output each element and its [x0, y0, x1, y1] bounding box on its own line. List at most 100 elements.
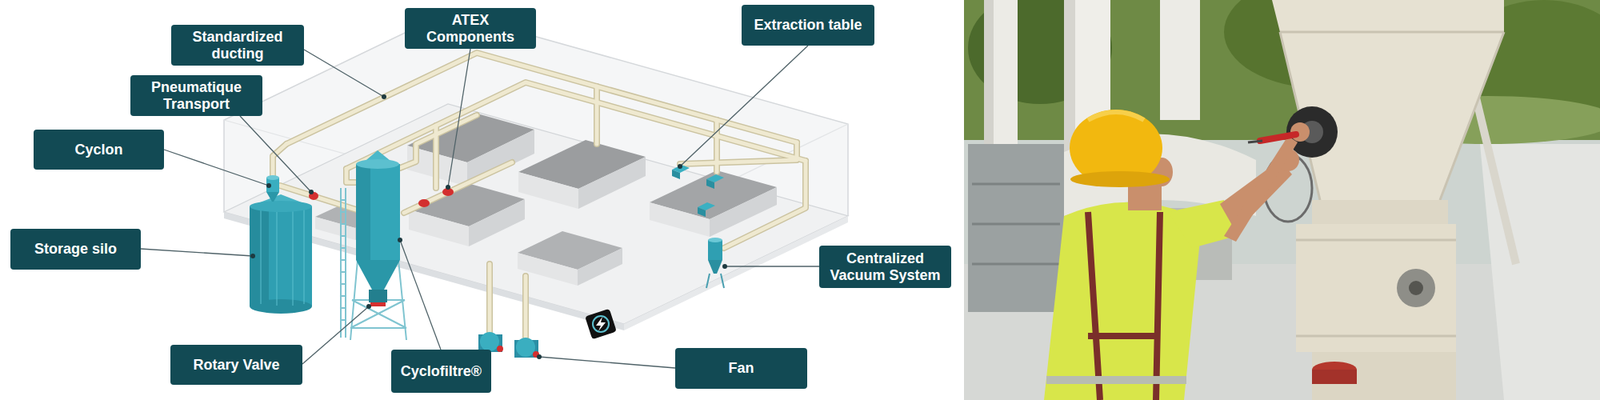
callout-box: Pneumatique Transport — [130, 75, 263, 116]
callout-text: Cyclofiltre® — [400, 363, 482, 380]
cyclofiltre — [368, 289, 388, 303]
callout-box: Rotary Valve — [170, 344, 303, 385]
machine-block — [577, 248, 623, 286]
floor-slab — [224, 104, 848, 324]
fan-unit — [480, 332, 500, 352]
leader-dot — [722, 264, 728, 269]
ducting — [272, 144, 287, 178]
extraction-table — [672, 169, 680, 180]
ducting — [286, 52, 797, 144]
cyclofiltre — [370, 302, 386, 307]
leader-dot — [250, 253, 256, 259]
storage-silo — [249, 299, 312, 314]
leader-line — [724, 265, 820, 267]
site-photo — [1280, 32, 1504, 200]
ducting — [346, 168, 356, 183]
callout-box: Extraction table — [741, 4, 875, 46]
cyclofiltre — [356, 164, 400, 260]
storage-silo — [249, 206, 312, 307]
extraction-table — [672, 164, 724, 217]
site-photo — [1408, 280, 1424, 296]
callout-text: Centralized Vacuum System — [825, 250, 945, 284]
site-photo — [1312, 200, 1448, 224]
leader-line — [680, 45, 808, 167]
site-photo — [1224, 136, 1298, 242]
ducting — [272, 52, 806, 338]
leader-dot — [366, 304, 372, 309]
site-photo — [1296, 240, 1456, 336]
leader-line — [539, 356, 676, 368]
site-photo — [1248, 140, 1263, 143]
callout-box: Storage silo — [10, 228, 141, 270]
leader-line — [400, 240, 441, 350]
ducting — [346, 82, 806, 169]
leader-dot — [266, 183, 272, 188]
atex-valve — [418, 199, 430, 208]
ducting — [436, 86, 717, 188]
site-photo — [1396, 268, 1436, 308]
cyclofiltre — [356, 164, 371, 260]
callout-text: Standardized ducting — [177, 28, 298, 62]
ducting — [400, 115, 477, 168]
ducting — [680, 142, 797, 164]
machine-block — [518, 172, 579, 209]
leader-dot — [397, 237, 403, 243]
leader-line — [302, 306, 369, 364]
ducting — [272, 52, 806, 338]
callout-box: Centralized Vacuum System — [819, 245, 952, 288]
leader-dot — [250, 94, 728, 360]
extraction-table — [706, 179, 715, 189]
vacuum-unit — [708, 240, 723, 260]
site-photo — [968, 144, 1064, 312]
ducting — [286, 52, 797, 144]
leader-line — [240, 116, 312, 192]
machine-block — [578, 156, 646, 209]
fan-unit — [496, 345, 504, 352]
power-icon — [596, 316, 606, 332]
leader-dot — [381, 94, 387, 100]
vacuum-unit — [708, 237, 723, 243]
site-photo — [964, 0, 1600, 400]
ducting — [272, 52, 806, 338]
ducting — [404, 162, 512, 213]
ducting — [404, 162, 512, 213]
cyclofiltre — [340, 188, 346, 338]
storage-silo — [249, 194, 312, 314]
ducting — [346, 168, 356, 183]
leader-line — [164, 149, 269, 186]
site-photo — [1296, 224, 1456, 352]
ducting — [724, 160, 806, 248]
power-icon — [592, 316, 609, 332]
ducting — [436, 86, 717, 188]
ducting — [489, 264, 526, 338]
cyclone — [266, 175, 280, 202]
callout-box: Cyclofiltre® — [391, 349, 492, 393]
ducting — [489, 264, 526, 338]
leader-dot — [308, 189, 314, 195]
machine-block — [315, 216, 356, 240]
callout-text: ATEX Components — [411, 12, 530, 45]
callout-text: Cyclon — [74, 141, 123, 159]
floor-slab — [224, 104, 848, 331]
machine-block — [468, 199, 525, 247]
vacuum-unit — [706, 273, 724, 288]
storage-silo — [260, 209, 304, 306]
leader-dot — [445, 184, 451, 190]
cyclofiltre — [356, 159, 400, 169]
cyclofiltre — [350, 260, 407, 340]
site-photo — [1070, 171, 1170, 188]
site-photo — [1312, 352, 1456, 400]
site-photo — [1044, 202, 1200, 400]
callout-text: Pneumatique Transport — [136, 79, 256, 112]
leader-dot — [536, 354, 542, 360]
building-shell — [224, 12, 848, 324]
floor-slab — [624, 216, 848, 331]
leader-dot — [677, 164, 683, 169]
callout-text: Fan — [728, 360, 754, 377]
site-photo — [1272, 0, 1504, 200]
vacuum-unit — [708, 260, 723, 274]
vacuum-unit — [706, 237, 724, 288]
callout-box: Standardized ducting — [171, 24, 304, 66]
callout-text: Storage silo — [34, 240, 117, 258]
